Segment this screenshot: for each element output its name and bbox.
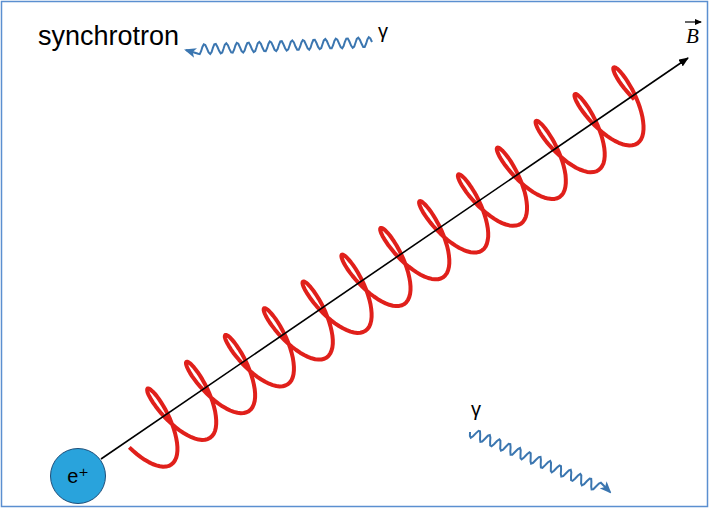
photon-wave [470,431,610,492]
photon-label: γ [471,398,481,420]
particle-label: e⁺ [67,464,89,488]
photon-label: γ [378,20,388,42]
diagram-title: synchrotron [38,22,179,52]
photon-wave [186,37,372,54]
field-label: B [686,25,699,48]
particle-circle: e⁺ [50,448,106,504]
vector-arrow [685,21,701,22]
field-axis [101,58,688,459]
helix-path [129,67,643,466]
